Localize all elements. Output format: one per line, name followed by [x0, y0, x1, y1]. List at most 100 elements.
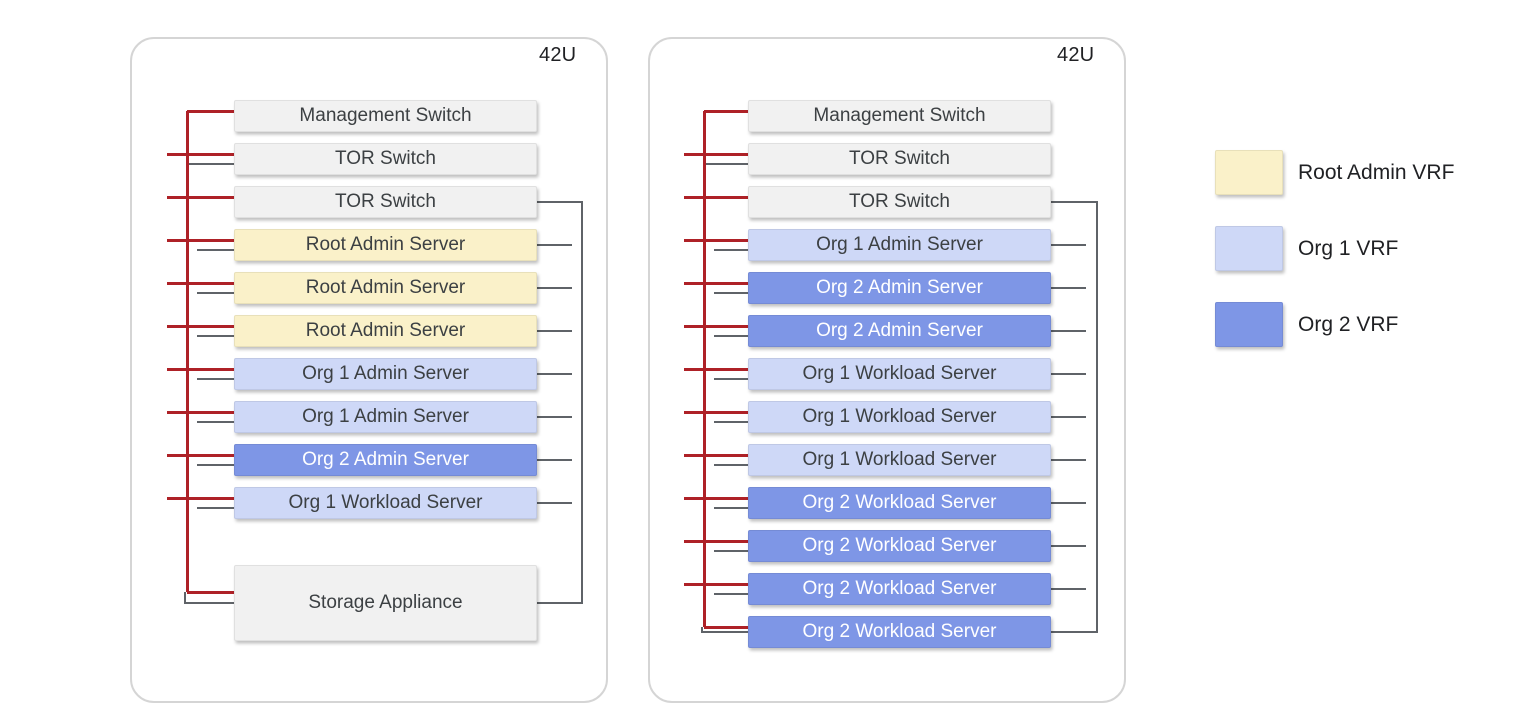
- management-network-link: [187, 590, 234, 594]
- management-network-link: [684, 281, 748, 285]
- tor-switch: TOR Switch: [234, 186, 537, 218]
- management-network-link: [167, 367, 234, 371]
- management-network-link: [187, 109, 234, 113]
- org-1-workload-server: Org 1 Workload Server: [748, 358, 1051, 390]
- management-network-link: [167, 281, 234, 285]
- management-network-link: [684, 152, 748, 156]
- data-network-link: [537, 502, 572, 504]
- data-network-link: [714, 335, 748, 337]
- org-2-workload-server: Org 2 Workload Server: [748, 616, 1051, 648]
- org-2-admin-server: Org 2 Admin Server: [748, 315, 1051, 347]
- data-network-link: [1051, 201, 1098, 203]
- data-network-link: [537, 602, 583, 604]
- rack-2-capacity-label: 42U: [1057, 44, 1095, 66]
- management-network-link: [167, 410, 234, 414]
- data-network-link: [714, 249, 748, 251]
- data-network-link: [702, 631, 748, 633]
- data-network-link: [1051, 330, 1086, 332]
- data-network-link: [537, 201, 583, 203]
- data-network-link: [1051, 244, 1086, 246]
- rack-1-capacity-label: 42U: [539, 44, 577, 66]
- org-1-workload-server: Org 1 Workload Server: [748, 444, 1051, 476]
- legend-item-org-1-vrf: Org 1 VRF: [1215, 226, 1454, 271]
- org-2-workload-server: Org 2 Workload Server: [748, 487, 1051, 519]
- org-2-admin-server: Org 2 Admin Server: [748, 272, 1051, 304]
- data-network-link: [537, 373, 572, 375]
- data-network-link: [1051, 502, 1086, 504]
- management-network-link: [167, 195, 234, 199]
- data-network-link: [197, 378, 234, 380]
- data-network-link: [537, 459, 572, 461]
- data-network-link: [1051, 545, 1086, 547]
- legend-item-org-2-vrf: Org 2 VRF: [1215, 302, 1454, 347]
- org-1-admin-server: Org 1 Admin Server: [234, 401, 537, 433]
- management-network-link: [167, 453, 234, 457]
- data-network-link: [537, 287, 572, 289]
- management-switch: Management Switch: [234, 100, 537, 132]
- data-network-link: [197, 335, 234, 337]
- data-network-link: [1051, 373, 1086, 375]
- legend-label-root-admin-vrf: Root Admin VRF: [1298, 160, 1455, 184]
- legend-label-org-1-vrf: Org 1 VRF: [1298, 236, 1399, 260]
- data-network-link: [704, 163, 748, 165]
- legend: Root Admin VRF Org 1 VRF Org 2 VRF: [1215, 150, 1454, 347]
- data-network-trunk: [581, 202, 583, 603]
- management-switch: Management Switch: [748, 100, 1051, 132]
- management-network-link: [684, 238, 748, 242]
- storage-appliance: Storage Appliance: [234, 565, 537, 641]
- management-network-trunk: [185, 111, 189, 592]
- org-1-workload-server: Org 1 Workload Server: [234, 487, 537, 519]
- management-network-trunk: [702, 111, 706, 627]
- org-2-admin-server: Org 2 Admin Server: [234, 444, 537, 476]
- data-network-link: [537, 416, 572, 418]
- data-network-link: [197, 249, 234, 251]
- management-network-link: [704, 109, 748, 113]
- management-network-link: [684, 582, 748, 586]
- data-network-link: [187, 163, 234, 165]
- org-1-workload-server: Org 1 Workload Server: [748, 401, 1051, 433]
- management-network-link: [684, 367, 748, 371]
- org-1-admin-server: Org 1 Admin Server: [234, 358, 537, 390]
- management-network-link: [684, 539, 748, 543]
- data-network-link: [714, 550, 748, 552]
- management-network-link: [167, 238, 234, 242]
- data-network-link: [197, 421, 234, 423]
- data-network-link: [537, 244, 572, 246]
- data-network-link: [1051, 287, 1086, 289]
- data-network-link: [1051, 631, 1098, 633]
- data-network-link: [714, 464, 748, 466]
- root-admin-server: Root Admin Server: [234, 272, 537, 304]
- org-2-workload-server: Org 2 Workload Server: [748, 573, 1051, 605]
- tor-switch: TOR Switch: [748, 143, 1051, 175]
- management-network-link: [167, 496, 234, 500]
- root-admin-server: Root Admin Server: [234, 229, 537, 261]
- management-network-link: [684, 195, 748, 199]
- management-network-link: [684, 410, 748, 414]
- legend-item-root-admin-vrf: Root Admin VRF: [1215, 150, 1454, 195]
- legend-swatch-org-2-vrf: [1215, 302, 1283, 347]
- data-network-link: [714, 421, 748, 423]
- org-1-admin-server: Org 1 Admin Server: [748, 229, 1051, 261]
- tor-switch: TOR Switch: [234, 143, 537, 175]
- legend-swatch-root-admin-vrf: [1215, 150, 1283, 195]
- tor-switch: TOR Switch: [748, 186, 1051, 218]
- data-network-link: [184, 592, 186, 604]
- data-network-link: [197, 464, 234, 466]
- data-network-link: [714, 292, 748, 294]
- management-network-link: [167, 324, 234, 328]
- data-network-link: [714, 507, 748, 509]
- data-network-link: [185, 602, 234, 604]
- data-network-trunk: [1096, 202, 1098, 632]
- management-network-link: [684, 496, 748, 500]
- root-admin-server: Root Admin Server: [234, 315, 537, 347]
- data-network-link: [714, 593, 748, 595]
- management-network-link: [684, 324, 748, 328]
- data-network-link: [701, 627, 703, 633]
- data-network-link: [714, 378, 748, 380]
- legend-swatch-org-1-vrf: [1215, 226, 1283, 271]
- management-network-link: [684, 453, 748, 457]
- data-network-link: [197, 292, 234, 294]
- data-network-link: [197, 507, 234, 509]
- org-2-workload-server: Org 2 Workload Server: [748, 530, 1051, 562]
